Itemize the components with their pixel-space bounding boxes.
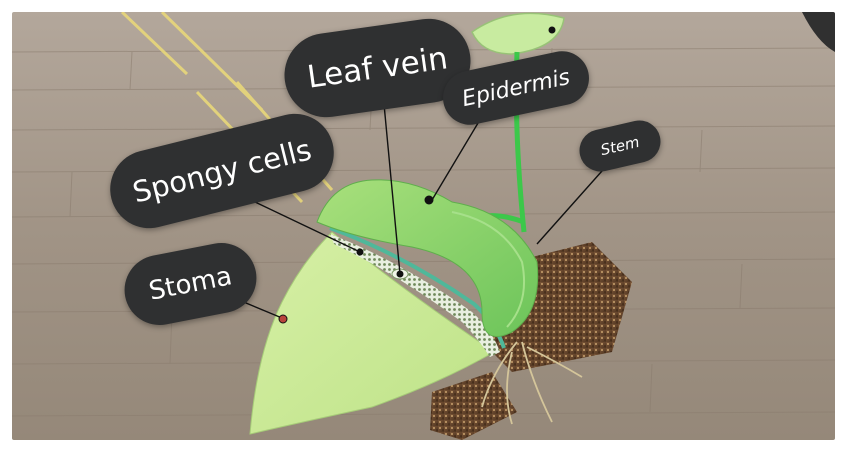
ar-scene: Leaf vein Epidermis Stem Spongy cells St… [12, 12, 835, 440]
stoma-marker-dot [279, 315, 287, 323]
